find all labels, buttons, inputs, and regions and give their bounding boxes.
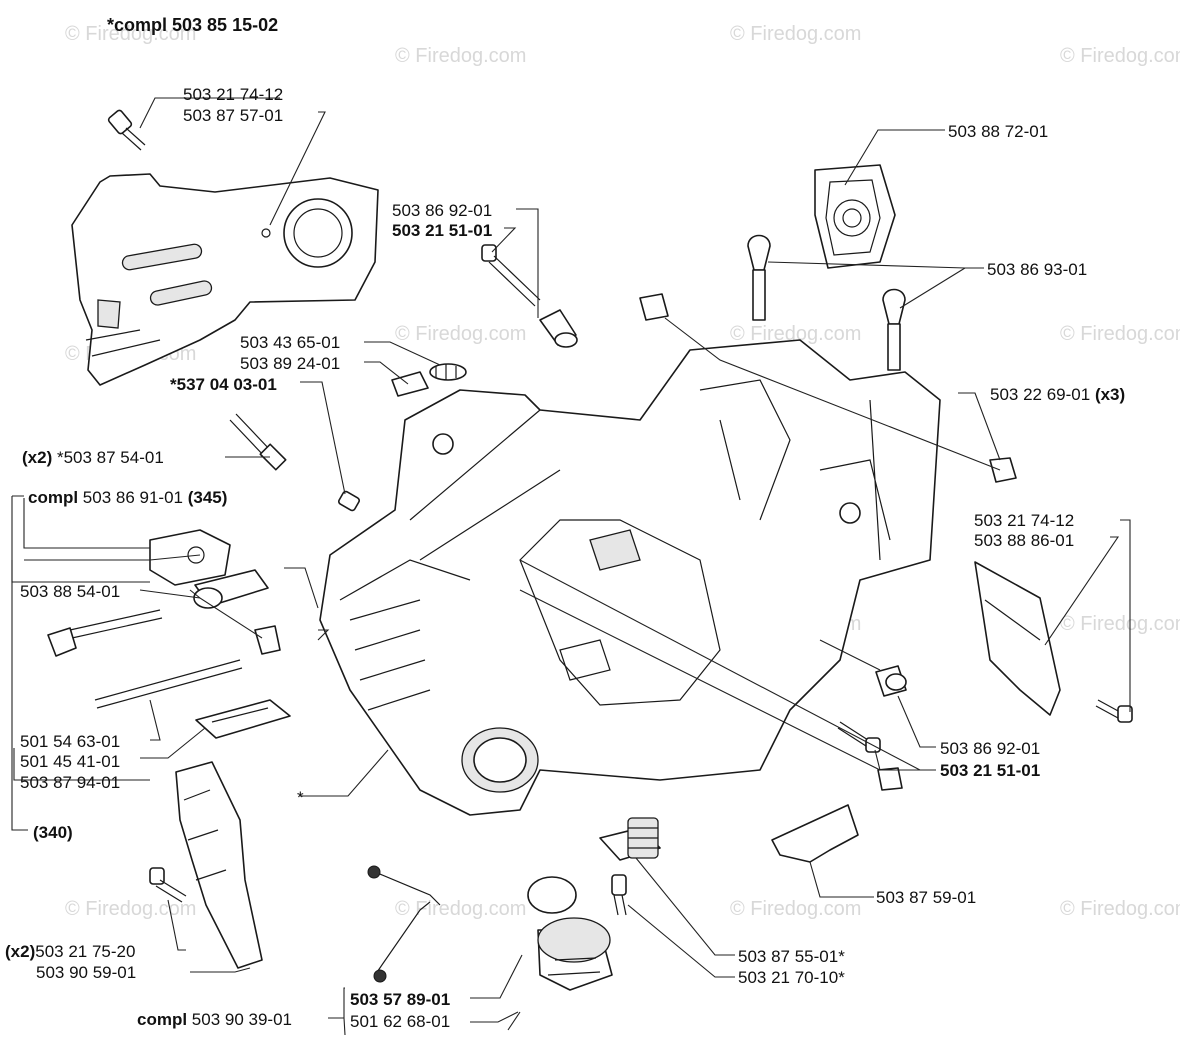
screw-drawing bbox=[107, 109, 146, 151]
watermark: © Firedog.com bbox=[395, 323, 526, 345]
part-number-label: 501 45 41-01 bbox=[20, 752, 120, 771]
crankcase-drawing bbox=[319, 339, 941, 816]
sleeve-right-drawing bbox=[837, 665, 907, 753]
part-number-label: compl 503 90 39-01 bbox=[137, 1010, 292, 1029]
part-number-label: * bbox=[297, 788, 304, 807]
clutch-cover-drawing bbox=[71, 173, 379, 386]
part-number-label: (340) bbox=[33, 823, 73, 842]
compl-prefix: compl bbox=[28, 488, 78, 507]
spike-bar-drawing bbox=[175, 761, 263, 969]
part-number-label: 501 62 68-01 bbox=[350, 1012, 450, 1031]
part-number-label: 503 86 92-01 bbox=[940, 739, 1040, 758]
part-number-label: 503 87 94-01 bbox=[20, 773, 120, 792]
watermark: © Firedog.com bbox=[1060, 898, 1180, 920]
adjuster-screw-drawing bbox=[94, 625, 281, 709]
right-cover-drawing bbox=[974, 561, 1061, 716]
part-number-label: 503 88 54-01 bbox=[20, 582, 120, 601]
part-number-label: 503 21 51-01 bbox=[940, 761, 1040, 780]
part-number: 503 90 39-01 bbox=[192, 1010, 292, 1029]
part-number-label: 503 43 65-01 bbox=[240, 333, 340, 352]
watermark: © Firedog.com bbox=[730, 23, 861, 45]
part-number-label: compl 503 86 91-01 (345) bbox=[28, 488, 227, 507]
bolt-drawing bbox=[229, 413, 287, 471]
bracket-drawing bbox=[195, 699, 291, 739]
compl-prefix: compl bbox=[137, 1010, 187, 1029]
fuel-cap-drawing bbox=[367, 865, 613, 991]
screw-lower-left-drawing bbox=[149, 867, 187, 903]
clip-right-drawing bbox=[877, 457, 1017, 791]
part-number-label: (x2) *503 87 54-01 bbox=[22, 448, 164, 467]
watermark: © Firedog.com bbox=[730, 898, 861, 920]
part-number-label: 503 21 51-01 bbox=[392, 221, 492, 240]
assembly-title: *compl 503 85 15-02 bbox=[107, 15, 278, 35]
watermark: © Firedog.com bbox=[730, 323, 861, 345]
part-number-label: 503 90 59-01 bbox=[36, 963, 136, 982]
quantity-note: (x2) bbox=[22, 448, 52, 467]
watermark: © Firedog.com bbox=[65, 23, 196, 45]
air-filter-drawing bbox=[814, 164, 896, 269]
screw-spacer-drawing bbox=[481, 244, 578, 348]
part-number-label: 503 87 59-01 bbox=[876, 888, 976, 907]
quantity-note: (x2) bbox=[5, 942, 35, 961]
clip-drawing bbox=[639, 293, 669, 321]
quantity-note: (x3) bbox=[1095, 385, 1125, 404]
watermark: © Firedog.com bbox=[1060, 45, 1180, 67]
part-number-label: 503 22 69-01 (x3) bbox=[990, 385, 1125, 404]
oil-pump-drawing bbox=[47, 529, 269, 657]
fuel-parts-drawing bbox=[599, 817, 661, 916]
part-number-label: *537 04 03-01 bbox=[170, 375, 277, 394]
part-number: 503 22 69-01 bbox=[990, 385, 1090, 404]
part-number: 503 86 91-01 bbox=[83, 488, 183, 507]
part-number-label: 501 54 63-01 bbox=[20, 732, 120, 751]
watermark: © Firedog.com bbox=[1060, 323, 1180, 345]
part-number-label: 503 88 86-01 bbox=[974, 531, 1074, 550]
screw-right-drawing bbox=[1095, 699, 1133, 723]
part-number-label: 503 86 93-01 bbox=[987, 260, 1087, 279]
nut-drawing bbox=[338, 490, 360, 512]
part-number: *503 87 54-01 bbox=[57, 448, 164, 467]
part-number-label: 503 86 92-01 bbox=[392, 201, 492, 220]
filter-knob-drawing bbox=[747, 234, 906, 371]
chain-guard-drawing bbox=[771, 804, 859, 863]
watermark: © Firedog.com bbox=[1060, 613, 1180, 635]
watermark: © Firedog.com bbox=[65, 898, 196, 920]
part-number-label: 503 57 89-01 bbox=[350, 990, 450, 1009]
part-number-label: 503 21 70-10* bbox=[738, 968, 845, 987]
part-number-label: 503 87 55-01* bbox=[738, 947, 845, 966]
leader-lines bbox=[11, 97, 1131, 1036]
part-number-label: 503 21 74-12 bbox=[183, 85, 283, 104]
watermark: © Firedog.com bbox=[395, 45, 526, 67]
part-number-label: 503 88 72-01 bbox=[948, 122, 1048, 141]
part-number-label: 503 21 74-12 bbox=[974, 511, 1074, 530]
part-number-label: 503 89 24-01 bbox=[240, 354, 340, 373]
part-number-label: (x2)503 21 75-20 bbox=[5, 942, 135, 961]
ref-number: (345) bbox=[188, 488, 228, 507]
part-number-label: 503 87 57-01 bbox=[183, 106, 283, 125]
part-number: 503 21 75-20 bbox=[35, 942, 135, 961]
